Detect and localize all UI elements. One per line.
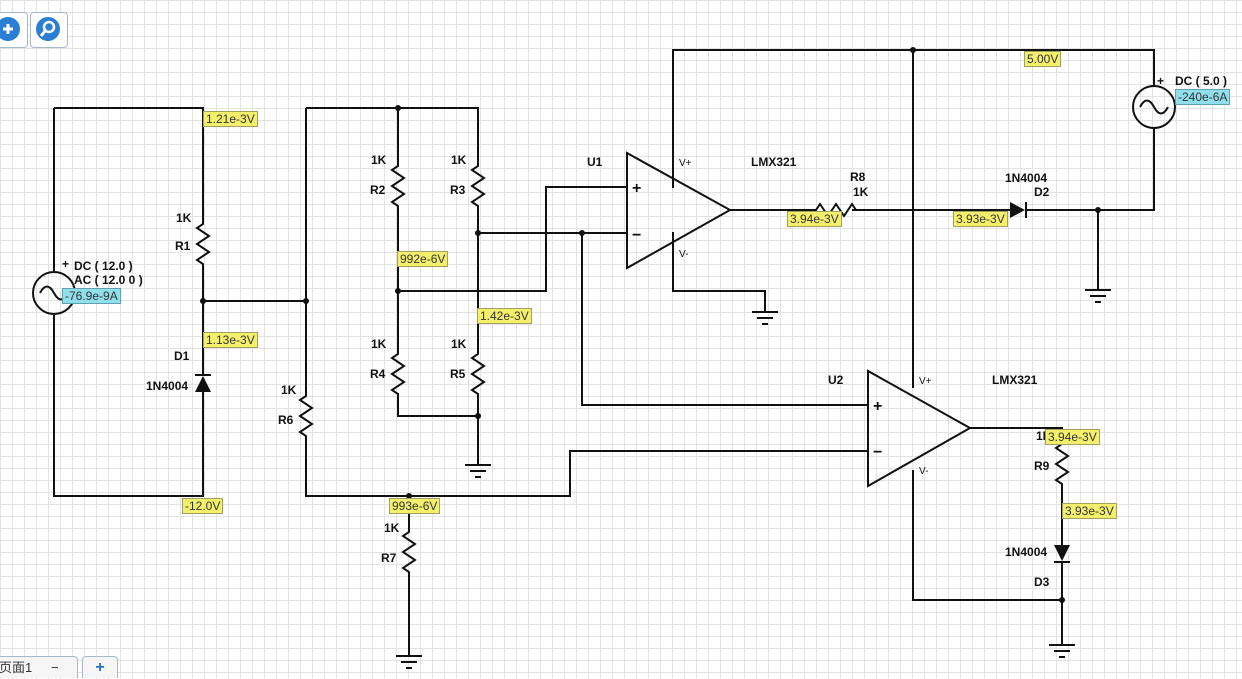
v1-dc-label: DC ( 12.0 )	[74, 259, 133, 273]
resistor-r2[interactable]: 1K R2	[370, 153, 406, 210]
u2-minus-pin: −	[873, 444, 882, 461]
r5-name: R5	[450, 367, 466, 381]
voltage-source-v2[interactable]: + DC ( 5.0 )	[1132, 74, 1227, 129]
r8-value: 1K	[853, 185, 869, 199]
d1-name: D1	[174, 349, 190, 363]
probe-u2-output[interactable]: 3.94e-3V	[1045, 429, 1100, 445]
r3-name: R3	[450, 183, 466, 197]
r8-name: R8	[850, 170, 866, 184]
opamp-u2[interactable]: + − V+ V- U2 LMX321	[828, 369, 1038, 488]
u1-minus-pin: −	[632, 227, 641, 244]
ground-icon	[465, 464, 491, 478]
ground-icon	[396, 655, 422, 669]
r6-name: R6	[278, 413, 294, 427]
probe-v1-current[interactable]: -76.9e-9A	[62, 288, 121, 304]
d2-part: 1N4004	[1005, 171, 1047, 185]
resistor-r4[interactable]: 1K R4	[370, 337, 406, 398]
d3-part: 1N4004	[1005, 545, 1047, 559]
r1-name: R1	[175, 239, 191, 253]
zoom-in-button[interactable]	[0, 12, 28, 48]
r2-name: R2	[370, 183, 386, 197]
zoom-out-button[interactable]	[30, 12, 68, 48]
diode-d1[interactable]: D1 1N4004	[146, 349, 211, 393]
resistor-r1[interactable]: 1K R1	[175, 211, 211, 268]
u1-plus-pin: +	[632, 180, 641, 197]
u2-plus-pin: +	[873, 398, 882, 415]
resistor-r7[interactable]: 1K R7	[381, 521, 417, 576]
probe-supply[interactable]: 5.00V	[1024, 51, 1062, 67]
probe-r2-mid[interactable]: 992e-6V	[397, 251, 449, 267]
d1-part: 1N4004	[146, 379, 188, 393]
resistor-r6[interactable]: 1K R6	[278, 383, 314, 440]
v1-plus: +	[62, 257, 69, 271]
probe-r1-top[interactable]: 1.21e-3V	[203, 111, 258, 127]
v1-ac-label: AC ( 12.0 0 )	[74, 273, 143, 287]
u1-part: LMX321	[751, 155, 797, 169]
r4-value: 1K	[371, 337, 387, 351]
r7-value: 1K	[384, 521, 400, 535]
r1-value: 1K	[176, 211, 192, 225]
r7-name: R7	[381, 551, 397, 565]
voltage-source-v1[interactable]: + DC ( 12.0 ) AC ( 12.0 0 )	[32, 257, 143, 315]
diode-d2[interactable]: 1N4004 D2	[1005, 171, 1050, 218]
ground-icon	[752, 311, 778, 325]
probe-d2-anode[interactable]: 3.93e-3V	[953, 211, 1008, 227]
r9-name: R9	[1034, 459, 1050, 473]
junctions	[200, 47, 1101, 603]
probe-r7-top[interactable]: 993e-6V	[389, 498, 441, 514]
tab-page-1[interactable]: 页面1 −	[0, 656, 78, 678]
r5-value: 1K	[451, 337, 467, 351]
resistor-r5[interactable]: 1K R5	[450, 337, 486, 398]
u2-vplus: V+	[919, 376, 932, 387]
v2-dc-label: DC ( 5.0 )	[1175, 74, 1227, 88]
add-page-button[interactable]: +	[82, 656, 118, 678]
wires	[53, 49, 1155, 656]
probe-u1-output[interactable]: 3.94e-3V	[787, 211, 842, 227]
u2-part: LMX321	[992, 373, 1038, 387]
r4-name: R4	[370, 367, 386, 381]
ground-symbols	[396, 289, 1111, 669]
d2-name: D2	[1034, 185, 1050, 199]
d3-name: D3	[1034, 575, 1050, 589]
diode-d3[interactable]: 1N4004 D3	[1005, 545, 1070, 589]
ground-icon	[1049, 644, 1075, 658]
resistor-r3[interactable]: 1K R3	[450, 153, 486, 210]
probe-r3-mid[interactable]: 1.42e-3V	[477, 308, 532, 324]
probe-d1-top[interactable]: 1.13e-3V	[203, 332, 258, 348]
opamp-u1[interactable]: + − V+ V- U1 LMX321	[587, 151, 797, 270]
probe-bottom-left[interactable]: -12.0V	[182, 498, 224, 514]
plus-icon	[3, 24, 13, 34]
add-page-icon: +	[95, 659, 105, 676]
r6-value: 1K	[281, 383, 297, 397]
magnifier-icon	[39, 20, 56, 37]
u2-vminus: V-	[919, 466, 928, 477]
u2-name: U2	[828, 373, 844, 387]
ground-icon	[1085, 289, 1111, 303]
probe-v2-current[interactable]: -240e-6A	[1175, 89, 1231, 105]
r3-value: 1K	[451, 153, 467, 167]
resistor-r8[interactable]: R8 1K	[812, 170, 869, 218]
r2-value: 1K	[371, 153, 387, 167]
u1-vminus: V-	[679, 249, 688, 260]
probe-r9-bottom[interactable]: 3.93e-3V	[1062, 503, 1117, 519]
tab-close-icon[interactable]: −	[51, 660, 59, 675]
v2-plus: +	[1157, 74, 1164, 88]
tab-page-1-label: 页面1	[0, 660, 33, 675]
u1-vplus: V+	[679, 158, 692, 169]
u1-name: U1	[587, 155, 603, 169]
